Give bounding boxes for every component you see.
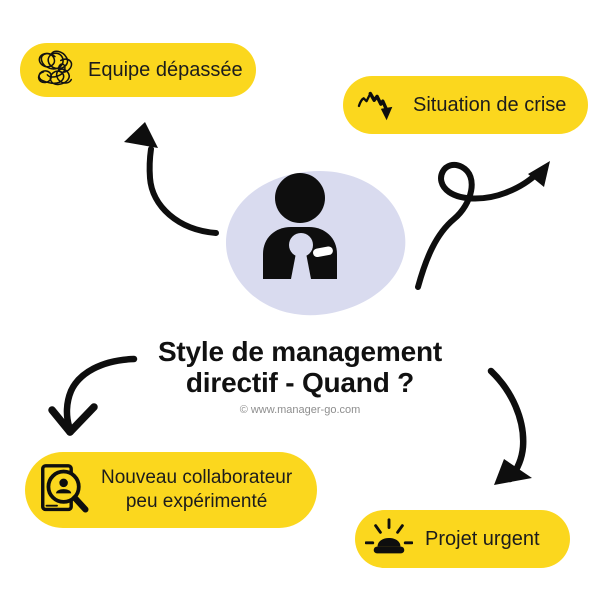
arrow-to-situation-de-crise bbox=[415, 161, 550, 290]
label-urgent-text: Projet urgent bbox=[425, 527, 540, 550]
title-line-2: directif - Quand ? bbox=[185, 367, 415, 398]
label-equipe-depassee: Equipe dépassée bbox=[20, 43, 256, 97]
page-title: Style de management directif - Quand ? bbox=[0, 336, 600, 398]
label-crise-text: Situation de crise bbox=[413, 93, 567, 116]
label-collaborateur-line1: Nouveau collaborateur bbox=[101, 467, 293, 488]
cv-magnifier-icon bbox=[41, 463, 89, 513]
credit-text: © www.manager-go.com bbox=[239, 404, 361, 416]
label-nouveau-collaborateur: Nouveau collaborateur peu expérimenté bbox=[25, 452, 317, 528]
declining-chart-icon bbox=[357, 91, 393, 121]
manager-person-icon bbox=[225, 171, 406, 316]
title-line-1: Style de management bbox=[157, 336, 443, 367]
scribble-tangle-icon bbox=[37, 50, 73, 86]
label-collaborateur-line2: peu expérimenté bbox=[125, 491, 268, 512]
label-equipe-text: Equipe dépassée bbox=[88, 58, 243, 81]
label-situation-de-crise: Situation de crise bbox=[343, 76, 588, 134]
label-collaborateur-text: Nouveau collaborateur peu expérimenté bbox=[101, 466, 292, 514]
label-projet-urgent: Projet urgent bbox=[355, 510, 570, 568]
siren-icon bbox=[365, 518, 413, 554]
